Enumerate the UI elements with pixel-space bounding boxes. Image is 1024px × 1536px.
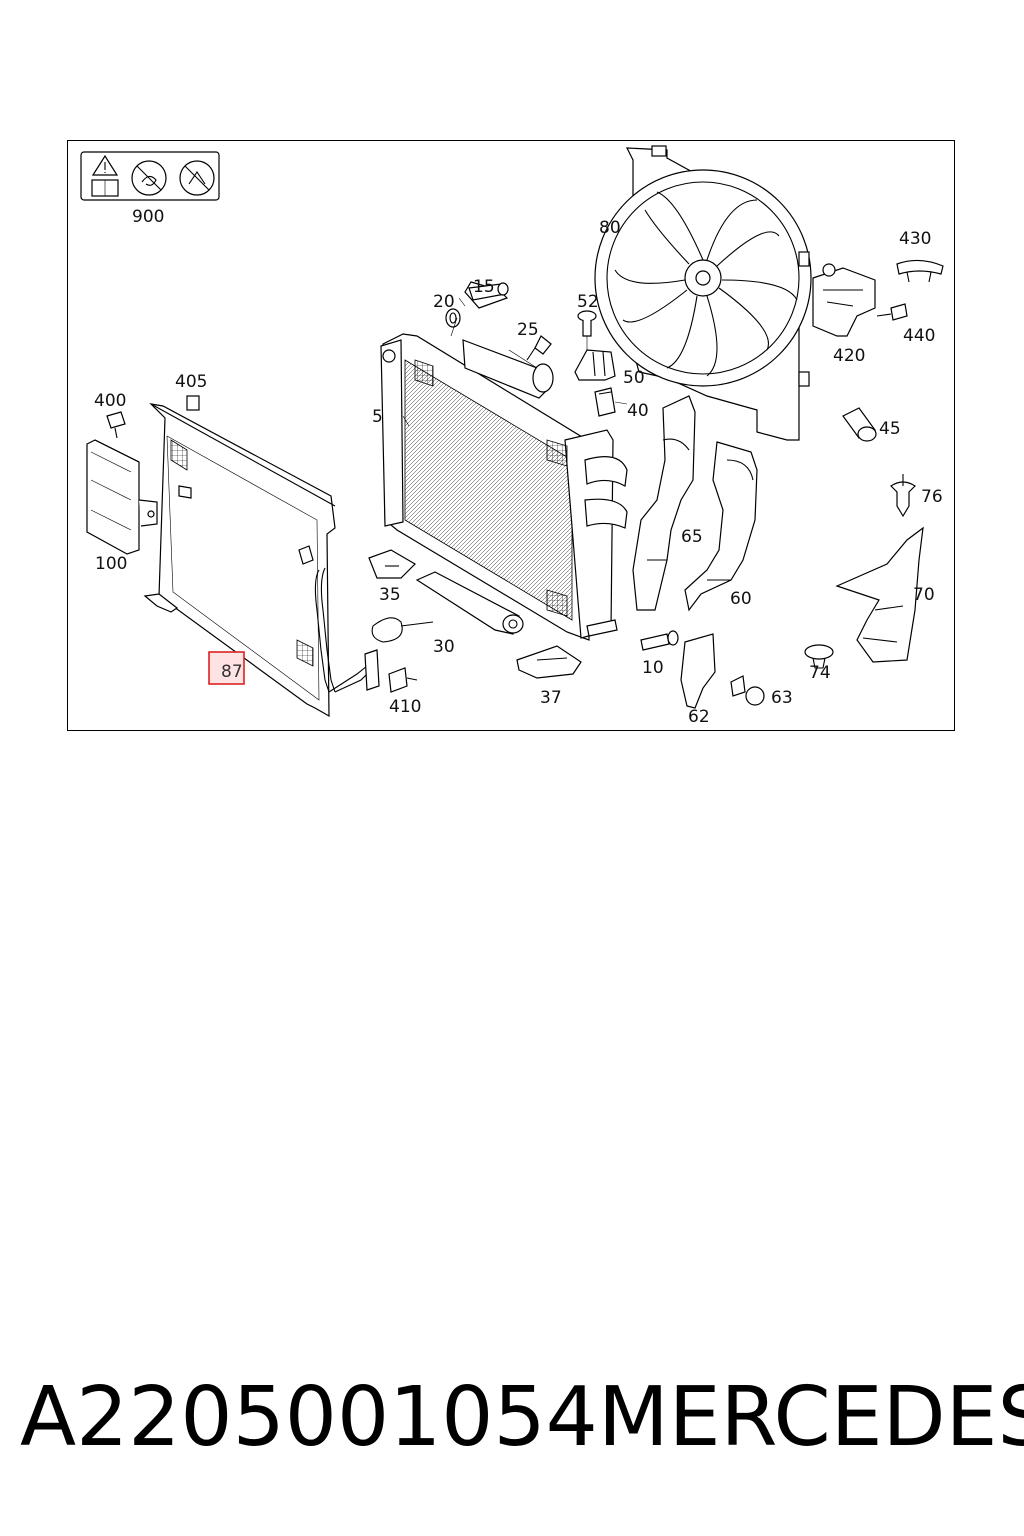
plug-63-icon <box>730 675 765 706</box>
brand-name: MERCEDES <box>598 1370 1024 1465</box>
screw-400-icon <box>106 411 126 439</box>
mount-40-icon <box>594 387 616 417</box>
clip-430-icon <box>896 259 944 283</box>
callout-30: 30 <box>433 637 455 657</box>
warning-label-icon <box>80 151 220 201</box>
callout-400: 400 <box>94 391 126 411</box>
part-number: A2205001054 <box>20 1370 598 1465</box>
callout-420: 420 <box>833 346 865 366</box>
callout-40: 40 <box>627 401 649 421</box>
bracket-50-icon <box>574 349 616 381</box>
callout-60: 60 <box>730 589 752 609</box>
bushing-45-icon <box>842 407 877 442</box>
hose-30-icon <box>371 571 524 643</box>
callout-63: 63 <box>771 688 793 708</box>
callout-440: 440 <box>903 326 935 346</box>
bolt-10-icon <box>640 630 679 651</box>
callout-62: 62 <box>688 707 710 727</box>
clip-74-icon <box>804 644 834 669</box>
callout-900: 900 <box>132 207 164 227</box>
callout-35: 35 <box>379 585 401 605</box>
radiator-5-icon <box>380 333 628 641</box>
callout-50: 50 <box>623 368 645 388</box>
bracket-420-icon <box>812 263 876 337</box>
fan-shroud-icon <box>594 145 812 441</box>
condenser-87-icon <box>143 403 380 718</box>
air-guide-62-icon <box>680 633 716 709</box>
screw-52-icon <box>577 310 597 337</box>
bracket-35-icon <box>368 549 416 579</box>
callout-10: 10 <box>642 658 664 678</box>
air-guide-60-icon <box>684 441 758 612</box>
callout-100: 100 <box>95 554 127 574</box>
rivet-76-icon <box>890 474 916 518</box>
callout-76: 76 <box>921 487 943 507</box>
callout-45: 45 <box>879 419 901 439</box>
callout-15: 15 <box>473 277 495 297</box>
hose-25-icon <box>462 335 554 399</box>
callout-5: 5 <box>372 407 383 427</box>
air-duct-70-icon <box>835 526 924 663</box>
air-guide-65-icon <box>632 395 696 611</box>
callout-405: 405 <box>175 372 207 392</box>
callout-70: 70 <box>913 585 935 605</box>
callout-410: 410 <box>389 697 421 717</box>
callout-37: 37 <box>540 688 562 708</box>
screw-440-icon <box>876 303 908 321</box>
callout-25: 25 <box>517 320 539 340</box>
callout-20: 20 <box>433 292 455 312</box>
dryer-100-icon <box>86 439 158 555</box>
callout-74: 74 <box>809 663 831 683</box>
clamp-20-icon <box>445 308 461 328</box>
callout-80: 80 <box>599 218 621 238</box>
highlight-box-87 <box>208 651 245 685</box>
callout-430: 430 <box>899 229 931 249</box>
callout-65: 65 <box>681 527 703 547</box>
screw-410-icon <box>388 667 418 693</box>
callout-52: 52 <box>577 292 599 312</box>
bracket-37-icon <box>516 645 582 679</box>
callout-87-highlighted[interactable]: 87 <box>221 662 243 682</box>
nut-405-icon <box>186 395 200 411</box>
hose-15-icon <box>464 281 509 309</box>
parts-diagram: 900 80 430 440 420 45 76 70 20 15 52 25 … <box>80 145 944 727</box>
caption: A2205001054 MERCEDES <box>20 1370 1024 1480</box>
